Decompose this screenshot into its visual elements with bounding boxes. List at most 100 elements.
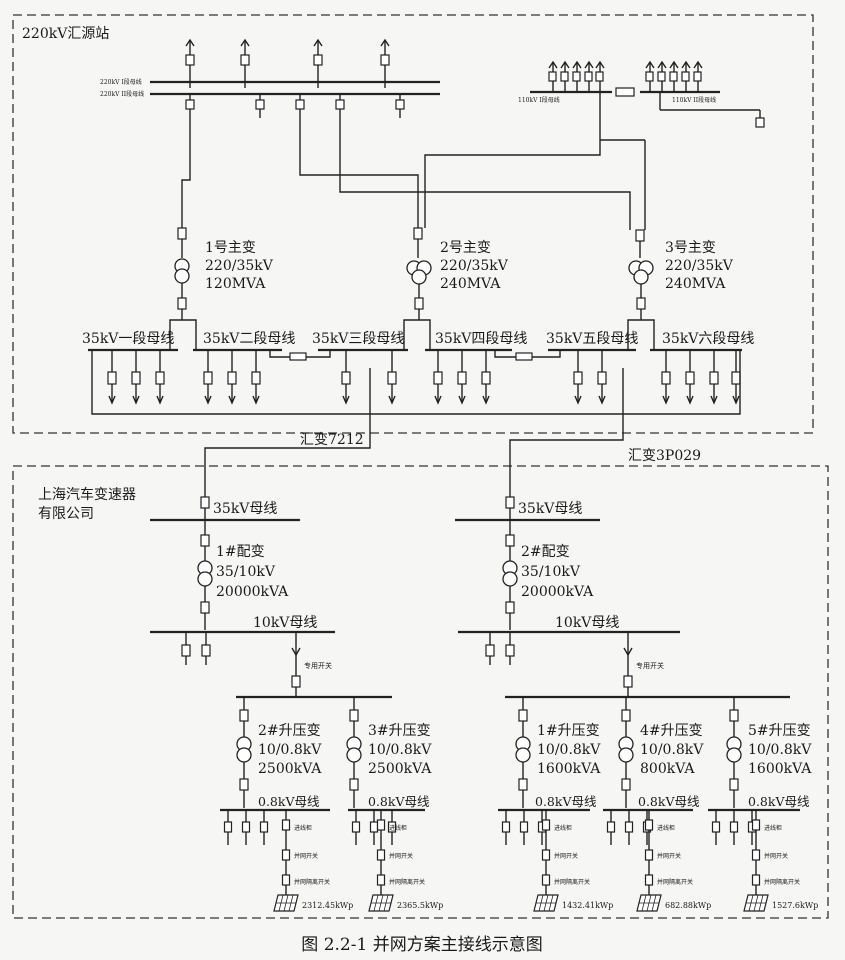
pv-capacity-4: 682.88kWp — [665, 901, 711, 910]
bus-35kv-label-5: 35kV五段母线 — [546, 331, 638, 347]
dedicated-switch-2-label: 专用开关 — [636, 661, 664, 670]
feeder-35kv-6 — [341, 350, 351, 405]
lv-bus-3-label: 0.8kV母线 — [535, 794, 597, 809]
main-tx-3-name: 3号主变 — [665, 240, 716, 256]
figure-caption: 图 2.2-1 并网方案主接线示意图 — [301, 935, 542, 955]
step-up-5-ratio: 10/0.8kV — [748, 742, 812, 758]
feeder-35kv-16 — [731, 350, 741, 405]
main-tx-3-capacity: 240MVA — [665, 276, 726, 292]
company-10kv-buses: 10kV母线 10kV母线 — [150, 615, 680, 665]
hv-bus-label-1: 220kV I段母线 — [100, 78, 142, 86]
step-up-1-capacity: 2500kVA — [258, 761, 322, 777]
pv-panel-icon — [743, 894, 769, 912]
pv-small-label-c-4: 并网隔离开关 — [657, 878, 693, 886]
company-boundary — [12, 465, 829, 919]
lv-bus-5-label: 0.8kV母线 — [748, 794, 810, 809]
hv-incoming-lines — [185, 38, 390, 88]
main-transformer-1: 1号主变 220/35kV 120MVA — [174, 225, 274, 320]
substation-name: 220kV汇源站 — [22, 26, 109, 42]
feeder-35kv-5 — [251, 350, 261, 405]
feeder-35kv-8 — [433, 350, 443, 405]
feeder-35kv-10 — [481, 350, 491, 405]
feeder-35kv-3 — [203, 350, 213, 405]
pv-capacity-3: 1432.41kWp — [562, 901, 613, 910]
bus-35kv-tie-loop — [91, 350, 741, 415]
step-up-5-capacity: 1600kVA — [748, 761, 812, 777]
main-transformer-3: 3号主变 220/35kV 240MVA — [628, 229, 734, 320]
company-name-line1: 上海汽车变速器 — [38, 486, 136, 503]
pv-small-label-a-3: 进线柜 — [554, 824, 572, 832]
pv-small-label-a-4: 进线柜 — [657, 824, 675, 832]
feeder-label-1: 汇变7212 — [300, 432, 364, 448]
step-up-2-capacity: 2500kVA — [368, 761, 432, 777]
bus-35kv-feeders — [107, 350, 741, 405]
feeder-35kv-2 — [155, 350, 165, 405]
main-transformer-2: 2号主变 220/35kV 240MVA — [406, 227, 509, 320]
dedicated-switch-1-label: 专用开关 — [304, 661, 332, 670]
right-bus: 110kV I段母线 110kV II段母线 — [518, 60, 765, 130]
lv-bus-1-label: 0.8kV母线 — [258, 794, 320, 809]
feeder-35kv-4 — [227, 350, 237, 405]
step-up-2-name: 3#升压变 — [368, 723, 431, 739]
pv-panel-icon — [273, 894, 299, 912]
step-up-4-capacity: 800kVA — [640, 761, 695, 777]
hv-bus-bays — [185, 94, 405, 112]
pv-capacity-2: 2365.5kWp — [397, 901, 443, 910]
step-up-4-name: 4#升压变 — [640, 723, 703, 739]
pv-small-label-a-5: 进线柜 — [764, 824, 782, 832]
step-up-3-ratio: 10/0.8kV — [537, 742, 601, 758]
company-10kv-bus-label-2: 10kV母线 — [555, 615, 619, 631]
step-up-unit-1: 2#升压变10/0.8kV2500kVA0.8kV母线进线柜并网开关并网隔离开关… — [220, 697, 353, 912]
step-up-1-name: 2#升压变 — [258, 723, 321, 739]
company-35kv-bus-label-2: 35kV母线 — [518, 501, 582, 517]
pv-small-label-b-2: 并网开关 — [389, 852, 413, 860]
feeder-35kv-11 — [573, 350, 583, 405]
bus-35kv-label-1: 35kV一段母线 — [82, 331, 174, 347]
pv-small-label-c-5: 并网隔离开关 — [764, 878, 800, 886]
pv-capacity-1: 2312.45kWp — [302, 901, 353, 910]
hv-bus-label-2: 220kV II段母线 — [100, 90, 144, 98]
pv-small-label-b-4: 并网开关 — [657, 852, 681, 860]
pv-panel-icon — [533, 894, 559, 912]
main-tx-2-ratio: 220/35kV — [440, 258, 509, 274]
lv-bus-2-label: 0.8kV母线 — [368, 794, 430, 809]
hv-routing — [181, 112, 646, 230]
pv-small-label-c-3: 并网隔离开关 — [554, 878, 590, 886]
dist-tx-1-name: 1#配变 — [216, 544, 265, 560]
pv-small-label-b-3: 并网开关 — [554, 852, 578, 860]
main-tx-2-capacity: 240MVA — [440, 276, 501, 292]
pv-capacity-5: 1527.6kWp — [772, 901, 818, 910]
feeder-35kv-7 — [387, 350, 397, 405]
feeder-35kv-0 — [107, 350, 117, 405]
main-tx-1-ratio: 220/35kV — [205, 258, 274, 274]
hv-double-bus: 220kV I段母线 220kV II段母线 — [100, 78, 440, 98]
tx-35kv-split — [169, 319, 655, 335]
bus-35kv-label-3: 35kV三段母线 — [312, 331, 404, 347]
main-tx-1-capacity: 120MVA — [205, 276, 266, 292]
feeder-label-2: 汇变3P029 — [628, 448, 701, 464]
pv-panel-icon — [368, 894, 394, 912]
pv-small-label-c-1: 并网隔离开关 — [294, 878, 330, 886]
bus-35kv-label-6: 35kV六段母线 — [662, 331, 754, 347]
step-up-unit-4: 4#升压变10/0.8kV800kVA0.8kV母线进线柜并网开关并网隔离开关6… — [603, 697, 711, 912]
step-up-unit-2: 3#升压变10/0.8kV2500kVA0.8kV母线进线柜并网开关并网隔离开关… — [346, 697, 443, 912]
pv-small-label-b-5: 并网开关 — [764, 852, 788, 860]
dist-tx-1-ratio: 35/10kV — [216, 564, 276, 580]
step-up-2-ratio: 10/0.8kV — [368, 742, 432, 758]
dedicated-switch-1: 专用开关 — [291, 632, 332, 697]
feeder-35kv-1 — [131, 350, 141, 405]
company-name-line2: 有限公司 — [38, 506, 94, 522]
step-up-unit-3: 1#升压变10/0.8kV1600kVA0.8kV母线进线柜并网开关并网隔离开关… — [498, 697, 613, 912]
step-up-3-name: 1#升压变 — [537, 723, 600, 739]
bus-35kv-label-4: 35kV四段母线 — [435, 331, 527, 347]
dist-tx-1-capacity: 20000kVA — [216, 584, 289, 600]
step-up-5-name: 5#升压变 — [748, 723, 811, 739]
pv-small-label-a-2: 进线柜 — [389, 824, 407, 832]
dedicated-switch-2: 专用开关 — [623, 632, 664, 697]
dist-tx-2-capacity: 20000kVA — [521, 584, 594, 600]
supply-feeders: 汇变7212 汇变3P029 — [204, 368, 701, 500]
distribution-transformer-2: 2#配变 35/10kV 20000kVA — [502, 520, 594, 630]
right-bus-label-2: 110kV II段母线 — [672, 96, 716, 104]
pv-panel-icon — [636, 894, 662, 912]
